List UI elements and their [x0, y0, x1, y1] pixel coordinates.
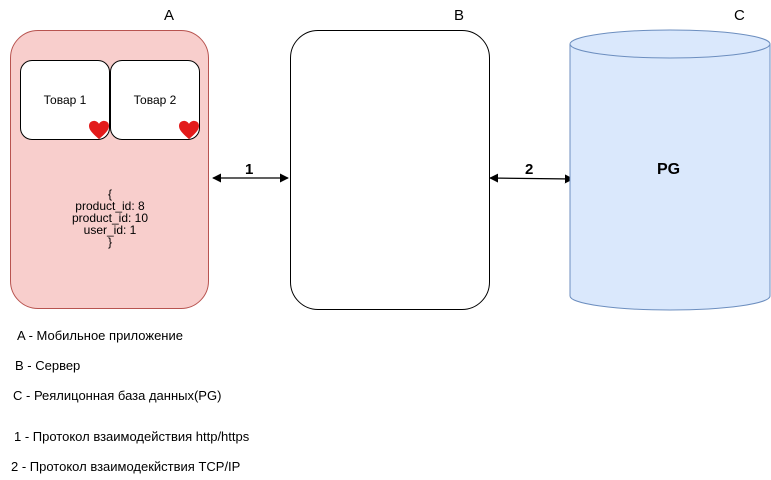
- payload-line: {: [107, 187, 112, 201]
- node-c-letter: C: [734, 7, 745, 24]
- arrow-1-label: 1: [245, 161, 254, 178]
- legend-item: C - Реялицонная база данных(PG): [13, 388, 222, 403]
- heart-icon: [179, 120, 199, 140]
- product-card-1: Товар 1: [20, 60, 110, 140]
- payload-line: product_id: 10: [71, 211, 149, 225]
- payload-line: }: [107, 235, 112, 249]
- heart-icon: [89, 120, 109, 140]
- legend-item: 2 - Протокол взаимодекйствия TCP/IP: [11, 459, 241, 474]
- node-b-letter: B: [454, 7, 465, 24]
- payload-line: product_id: 8: [75, 199, 145, 213]
- arrow-2-label: 2: [525, 161, 534, 178]
- product-card-2: Товар 2: [110, 60, 200, 140]
- legend-item: 1 - Протокол взаимодействия http/https: [14, 429, 250, 444]
- payload-line: user_id: 1: [83, 223, 137, 237]
- legend-item: B - Сервер: [15, 358, 81, 373]
- product-card-2-label: Товар 2: [133, 93, 177, 107]
- node-a-letter: A: [164, 7, 175, 24]
- request-payload: { product_id: 8 product_id: 10 user_id: …: [40, 188, 180, 248]
- legend-item: A - Мобильное приложение: [17, 328, 183, 343]
- database-node: [569, 29, 771, 311]
- server-node: [290, 30, 490, 310]
- database-label: PG: [657, 161, 681, 178]
- product-card-1-label: Товар 1: [43, 93, 87, 107]
- arrow-2-line: [489, 173, 574, 184]
